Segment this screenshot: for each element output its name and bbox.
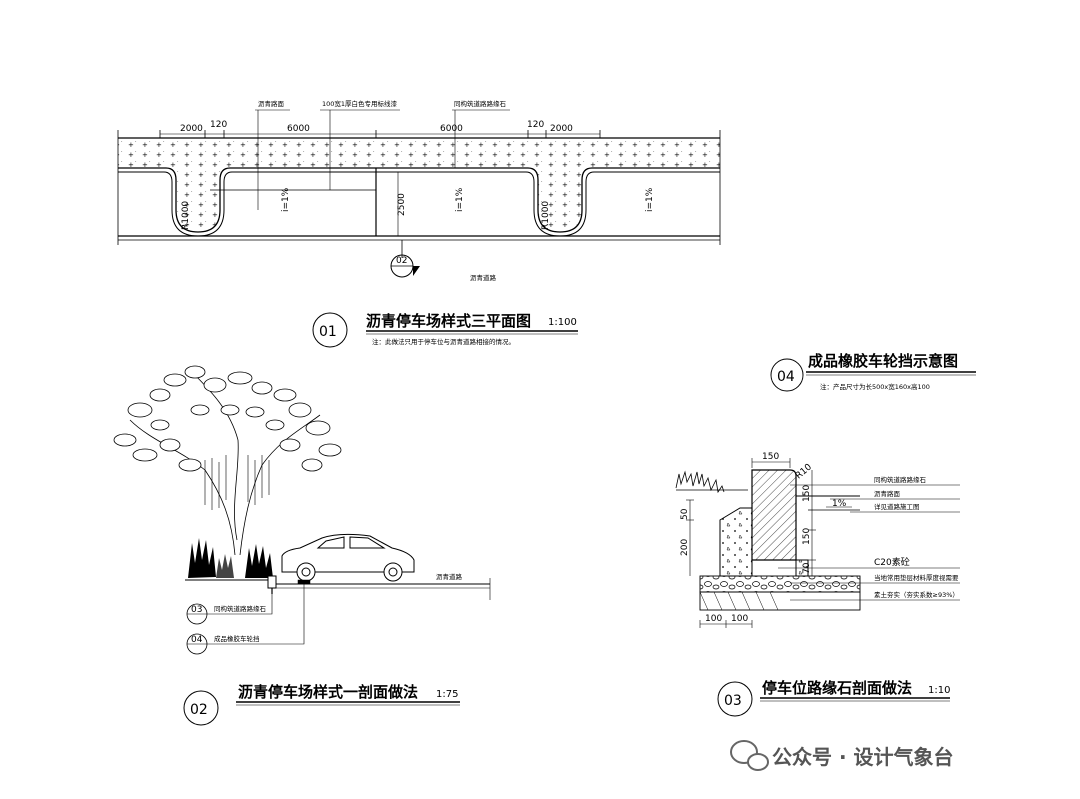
curb-label-1: 同构筑道路路缘石: [874, 475, 927, 484]
section-title-scale: 1:75: [436, 689, 458, 700]
plan-section-arrow: [413, 266, 420, 276]
curb-dim-200: 200: [680, 539, 690, 556]
curb-title-circle: [717, 681, 753, 717]
plan-dim-2500: 2500: [397, 193, 407, 216]
wechat-icon: [730, 740, 769, 771]
plan-dim-ticks: [159, 130, 601, 138]
plan-curb-outer: [118, 167, 720, 233]
section-ground: [185, 575, 491, 600]
curb-base-layer: [699, 575, 861, 593]
watermark-text: 公众号 · 设计气象台: [772, 745, 954, 769]
curb-dim-150a: 150: [802, 485, 812, 502]
section-callout-04: 04 成品橡胶车轮挡: [186, 584, 305, 655]
plan-title-circle: [312, 312, 348, 348]
curb-label-5: 当地常用垫层材料厚度视需要: [874, 573, 959, 582]
curb-label-4: C20素砼: [874, 556, 910, 568]
wheelstop-block: 04 成品橡胶车轮挡示意图 注：产品尺寸为长500x宽160x高100: [770, 352, 976, 392]
curb-dim-radius: R10: [794, 462, 814, 481]
curb-soil-layer: [699, 591, 861, 611]
section-title-circle: [183, 690, 219, 726]
shrubs-illustration: [188, 538, 273, 578]
section-callout-04-label: 成品橡胶车轮挡: [214, 634, 260, 643]
curb-dim-50: 50: [680, 508, 690, 520]
plan-label-road: 沥青道路: [470, 273, 497, 282]
curb-title: 停车位路缘石剖面做法: [762, 679, 912, 697]
plan-label-asphalt: 沥青路面: [258, 99, 285, 108]
plan-radius-a: R1000: [181, 201, 191, 230]
tree-illustration: [113, 365, 342, 556]
curb-title-scale: 1:10: [928, 685, 950, 696]
curb-dim-100b: 100: [731, 614, 748, 624]
plan-dim-120a: 120: [210, 120, 227, 130]
plan-slope-1: i=1%: [281, 187, 291, 212]
curb-label-6: 素土夯实（夯实系数≥93%）: [874, 590, 959, 599]
section-callout-03: 03 同构筑道路路缘石: [186, 590, 273, 625]
plan-dim-6000a: 6000: [287, 124, 310, 134]
curb-drawing: 150 R10 150 150 70 50 200 100 100 1% 同构筑…: [675, 452, 960, 717]
curb-dim-100a: 100: [705, 614, 722, 624]
plan-slope-3: i=1%: [645, 187, 655, 212]
curb-leaders: [778, 484, 960, 601]
plan-slope-2: i=1%: [455, 187, 465, 212]
curb-label-3: 详见道路施工图: [874, 502, 920, 511]
wheelstop-note: 注：产品尺寸为长500x宽160x高100: [820, 382, 930, 391]
wheelstop-title-circle: [770, 358, 804, 392]
curb-grass: [675, 470, 725, 494]
wheelstop-title-number: 04: [777, 369, 795, 385]
plan-dim-6000b: 6000: [440, 124, 463, 134]
section-callout-03-num: 03: [191, 605, 202, 615]
curb-dim-top: 150: [762, 452, 779, 462]
section-drawing: 沥青道路 03 同构筑道路路缘石 04 成品橡胶车轮挡 02 沥青停车场样式一剖…: [113, 365, 491, 726]
plan-dim-2000a: 2000: [180, 124, 203, 134]
wheelstop-title: 成品橡胶车轮挡示意图: [808, 352, 958, 370]
plan-section-number: 02: [396, 256, 407, 266]
section-callout-03-label: 同构筑道路路缘石: [214, 604, 267, 613]
car-illustration: [281, 533, 415, 582]
section-road-label: 沥青道路: [436, 572, 463, 581]
section-title: 沥青停车场样式一剖面做法: [238, 683, 418, 701]
curb-dim-150b: 150: [802, 528, 812, 545]
plan-dim-120b: 120: [527, 120, 544, 130]
plan-radius-b: R1000: [541, 201, 551, 230]
curb-stone: [751, 469, 797, 561]
plan-label-marking: 100宽1厚白色专用标线漆: [322, 99, 398, 108]
curb-slope: 1%: [832, 499, 847, 509]
section-callout-04-num: 04: [191, 635, 203, 645]
plan-title-number: 01: [319, 324, 337, 340]
curb-dims: [686, 458, 816, 628]
plan-label-curb: 同构筑道路路缘石: [454, 99, 507, 108]
section-title-number: 02: [190, 702, 208, 718]
plan-title-scale: 1:100: [548, 317, 577, 328]
plan-leaders: [255, 109, 510, 210]
watermark: 公众号 · 设计气象台: [730, 740, 954, 771]
plan-drawing: 2000 120 6000 6000 120 2000 沥青路面 100宽1厚白…: [117, 99, 721, 348]
curb-label-2: 沥青路面: [874, 489, 901, 498]
plan-dim-2000b: 2000: [550, 124, 573, 134]
plan-road-fill: [118, 138, 720, 232]
curb-title-number: 03: [724, 693, 742, 709]
plan-curb-inner: [118, 171, 720, 237]
plan-title: 沥青停车场样式三平面图: [366, 312, 531, 330]
plan-note: 注：此做法只用于停车位与沥青道路相接的情况。: [372, 337, 515, 346]
